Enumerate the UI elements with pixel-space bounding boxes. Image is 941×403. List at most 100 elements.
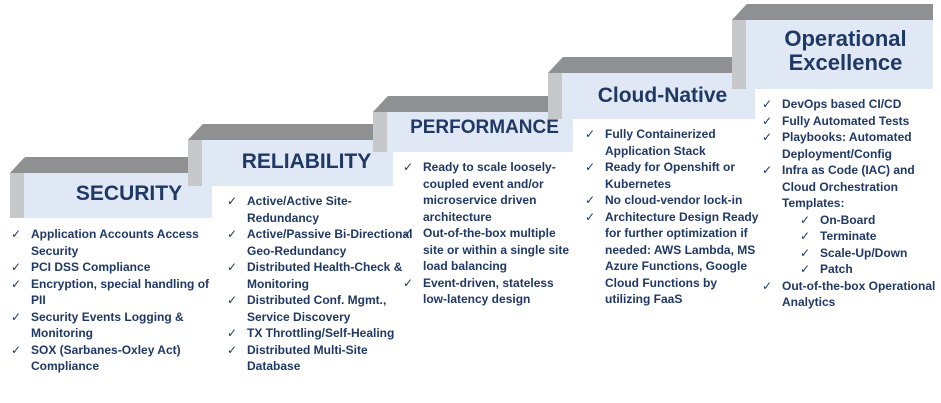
reliability-top-face [188,124,393,140]
list-item-text: Out-of-the-box Operational Analytics [782,278,936,310]
list-item: ✓Ready for Openshift or Kubernetes [585,159,765,192]
list-item: ✓ Out-of-the-box Operational Analytics [762,278,937,311]
checkmark-icon: ✓ [762,97,773,111]
reliability-side-face [188,140,202,186]
reliability-title: RELIABILITY [220,150,393,173]
list-item: ✓ Fully Automated Tests [762,113,937,130]
list-item-text: Architecture Design Ready for further op… [605,209,759,307]
security-front-face [24,173,212,218]
cloud-native-top-face [548,57,755,73]
checkmark-icon: ✓ [11,260,22,274]
list-item: ✓ Playbooks: Automated Deployment/Config [762,129,937,162]
reliability-front-face [202,140,393,186]
list-item-text: Out-of-the-box multiple site or within a… [423,226,570,273]
list-item: ✓ TX Throttling/Self-Healing [227,325,417,342]
checkmark-icon: ✓ [762,163,773,177]
list-item: ✓ Application Accounts Access Security [11,226,216,259]
checkmark-icon: ✓ [762,113,773,128]
performance-title: PERFORMANCE [396,117,573,139]
operational-excellence-bullet-list: ✓ DevOps based CI/CD ✓ Fully Automated Test… [762,96,937,311]
checkmark-icon: ✓ [227,293,238,307]
list-item-text: Encryption, special handling of PII [31,276,210,308]
list-item: ✓ Encryption, special handling of PII [11,276,216,309]
reliability-bullet-list: ✓Active/Active Site-Redundancy✓Active/Pa… [227,193,417,375]
performance-bullet-list: ✓Ready to scale loosely-coupled event an… [403,159,578,308]
list-item: ✓ DevOps based CI/CD [762,96,937,113]
list-item: ✓Security Events Logging & Monitoring [11,309,216,342]
list-item-text: Distributed Health-Check & Monitoring [247,260,403,291]
checkmark-icon: ✓ [403,226,414,240]
list-item-text: Patch [820,262,853,276]
checkmark-icon: ✓ [762,130,773,144]
list-item: ✓ PCI DSS Compliance [11,259,216,276]
list-item: ✓ Active/Active Site-Redundancy [227,193,417,226]
checkmark-icon: ✓ [403,275,414,290]
checkmark-icon: ✓ [227,260,238,274]
list-item-text: Infra as Code (IAC) and Cloud Orchestrat… [782,163,915,210]
checkmark-icon: ✓ [585,193,596,207]
operational-excellence-front-face [746,20,933,89]
list-item-text: Fully Containerized Application Stack [605,127,716,158]
cloud-native-front-face [562,73,755,119]
checkmark-icon: ✓ [403,160,414,174]
list-item: ✓Distributed Health-Check & Monitoring [227,259,417,292]
security-title-line: SECURITY [75,182,183,205]
list-item-text: TX Throttling/Self-Healing [247,326,395,340]
checkmark-icon: ✓ [11,227,22,241]
security-side-face [10,173,24,218]
reliability-title-line: RELIABILITY [241,150,372,173]
security-bullet-list: ✓ Application Accounts Access Security ✓ PC… [11,226,216,375]
operational-excellence-top-face [732,4,933,20]
checkmark-icon: ✓ [227,326,238,340]
performance-side-face [373,112,387,152]
checkmark-icon: ✓ [11,276,22,291]
list-item: ✓ Scale-Up/Down [762,245,937,262]
list-item-text: Active/Active Site-Redundancy [247,194,352,225]
checkmark-icon: ✓ [585,127,596,141]
list-item: ✓Active/Passive Bi-Directional Geo-Redun… [227,226,417,259]
checkmark-icon: ✓ [585,160,596,174]
checkmark-icon: ✓ [800,245,811,260]
list-item: ✓Distributed Multi-Site Database [227,342,417,375]
checkmark-icon: ✓ [800,262,811,276]
checkmark-icon: ✓ [800,212,811,227]
list-item-text: On-Board [820,212,876,227]
checkmark-icon: ✓ [800,229,811,243]
list-item: ✓Ready to scale loosely-coupled event an… [403,159,578,225]
cloud-native-title-line: Cloud-Native [597,84,728,107]
checkmark-icon: ✓ [227,194,238,208]
list-item: ✓SOX (Sarbanes-Oxley Act) Compliance [11,342,216,375]
checkmark-icon: ✓ [585,209,596,224]
operational-excellence-title-line: Operational [784,26,907,51]
list-item-text: SOX (Sarbanes-Oxley Act) Compliance [31,342,181,374]
list-item: ✓ Terminate [762,228,937,245]
list-item-text: Scale-Up/Down [820,245,908,260]
list-item-text: Playbooks: Automated Deployment/Config [782,130,912,161]
list-item: ✓ Fully Containerized Application Stack [585,126,765,159]
list-item: ✓ Infra as Code (IAC) and Cloud Orchestra… [762,162,937,212]
list-item-text: Terminate [820,229,877,243]
list-item: ✓ No cloud-vendor lock-in [585,192,765,209]
list-item-text: Active/Passive Bi-Directional Geo-Redund… [247,227,413,258]
list-item-text: No cloud-vendor lock-in [605,193,743,207]
list-item-text: Fully Automated Tests [782,113,910,128]
cloud-native-title: Cloud-Native [570,84,755,107]
operational-excellence-side-face [732,20,746,89]
list-item: ✓ Out-of-the-box multiple site or within … [403,225,578,275]
checkmark-icon: ✓ [227,227,238,241]
cloud-native-side-face [548,73,562,119]
list-item-text: PCI DSS Compliance [31,260,151,274]
list-item: ✓ Architecture Design Ready for further o… [585,209,765,308]
list-item: ✓ Event-driven, stateless low-latency des… [403,275,578,308]
performance-front-face [387,112,573,152]
checkmark-icon: ✓ [762,278,773,293]
list-item-text: DevOps based CI/CD [782,97,902,111]
list-item-text: Application Accounts Access Security [31,227,199,258]
operational-excellence-title-line: Excellence [788,50,903,76]
list-item-text: Event-driven, stateless low-latency desi… [423,275,554,307]
performance-title-line: PERFORMANCE [410,117,559,138]
cloud-native-bullet-list: ✓ Fully Containerized Application Stack✓R… [585,126,765,308]
security-top-face [10,157,212,173]
list-item-text: Security Events Logging & Monitoring [31,309,184,341]
